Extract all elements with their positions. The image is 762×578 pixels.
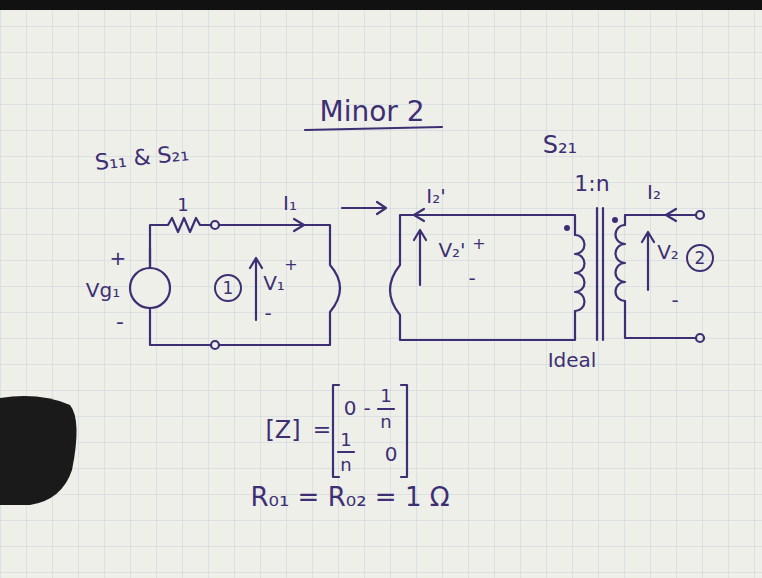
source-name: Vg₁ bbox=[86, 280, 120, 300]
primary-coil bbox=[575, 235, 585, 311]
voltage-name: V₁ bbox=[263, 273, 285, 293]
terminal bbox=[696, 211, 704, 219]
fraction-part: 1 bbox=[340, 431, 351, 449]
voltage-name: V₂ bbox=[657, 242, 679, 262]
voltage-arrow bbox=[414, 230, 426, 285]
resistor-value: 1 bbox=[177, 196, 188, 214]
equals-sign: = bbox=[313, 419, 331, 441]
polarity-sign: - bbox=[264, 303, 271, 323]
port-number: 2 bbox=[695, 250, 706, 267]
current-arrow bbox=[666, 209, 676, 221]
fraction-part: 1 bbox=[380, 387, 391, 405]
flow-arrow bbox=[342, 202, 386, 214]
fraction-part: n bbox=[380, 413, 391, 431]
page-title: Minor 2 bbox=[319, 98, 424, 126]
wire bbox=[149, 248, 151, 268]
matrix-bracket bbox=[333, 385, 339, 477]
port-wire bbox=[219, 225, 340, 345]
fraction-part: n bbox=[340, 456, 351, 474]
polarity-sign: + bbox=[284, 257, 297, 273]
polarity-sign: + bbox=[110, 248, 127, 268]
polarity-sign: - bbox=[671, 290, 678, 310]
matrix-name: [Z] bbox=[265, 418, 300, 442]
secondary-coil bbox=[616, 225, 626, 301]
secondary-wire bbox=[625, 301, 696, 338]
polarity-dot bbox=[564, 225, 570, 231]
port-number: 1 bbox=[223, 280, 234, 297]
transformer-core bbox=[597, 208, 603, 340]
current-arrow bbox=[294, 219, 304, 231]
current-name: I₁ bbox=[283, 193, 297, 213]
terminal bbox=[211, 221, 219, 229]
matrix-entry: 0 bbox=[385, 444, 398, 464]
polarity-sign: - bbox=[468, 268, 475, 288]
current-arrow bbox=[414, 209, 424, 221]
turns-ratio: 1:n bbox=[574, 173, 609, 195]
current-name: I₂ bbox=[647, 182, 661, 202]
port-circle: 2 bbox=[686, 244, 714, 272]
voltage-arrow bbox=[250, 258, 262, 320]
voltage-name: V₂' bbox=[438, 240, 465, 260]
s-parameter-note: S₂₁ bbox=[543, 133, 577, 157]
matrix-bracket bbox=[401, 385, 407, 477]
terminal bbox=[696, 334, 704, 342]
matrix-entry: 0 bbox=[344, 398, 357, 418]
top-edge bbox=[0, 0, 762, 10]
resistor-wire bbox=[150, 218, 211, 268]
terminal bbox=[211, 341, 219, 349]
secondary-wire bbox=[625, 215, 696, 225]
title-underline bbox=[305, 127, 442, 130]
source-symbol bbox=[130, 268, 170, 308]
polarity-sign: - bbox=[116, 311, 124, 333]
polarity-sign: + bbox=[472, 236, 485, 252]
note: Ideal bbox=[548, 350, 597, 370]
fraction-bar bbox=[338, 451, 354, 453]
matrix-sign: - bbox=[363, 398, 370, 418]
resistance-note: R₀₁ = R₀₂ = 1 Ω bbox=[250, 484, 449, 510]
port-circle: 1 bbox=[214, 274, 242, 302]
primary-wire bbox=[390, 215, 575, 340]
fraction-bar bbox=[378, 408, 394, 410]
wire bbox=[150, 308, 211, 345]
polarity-dot bbox=[612, 217, 618, 223]
voltage-arrow bbox=[642, 232, 654, 290]
thumb-shadow bbox=[0, 396, 77, 505]
current-name: I₂' bbox=[426, 186, 445, 206]
